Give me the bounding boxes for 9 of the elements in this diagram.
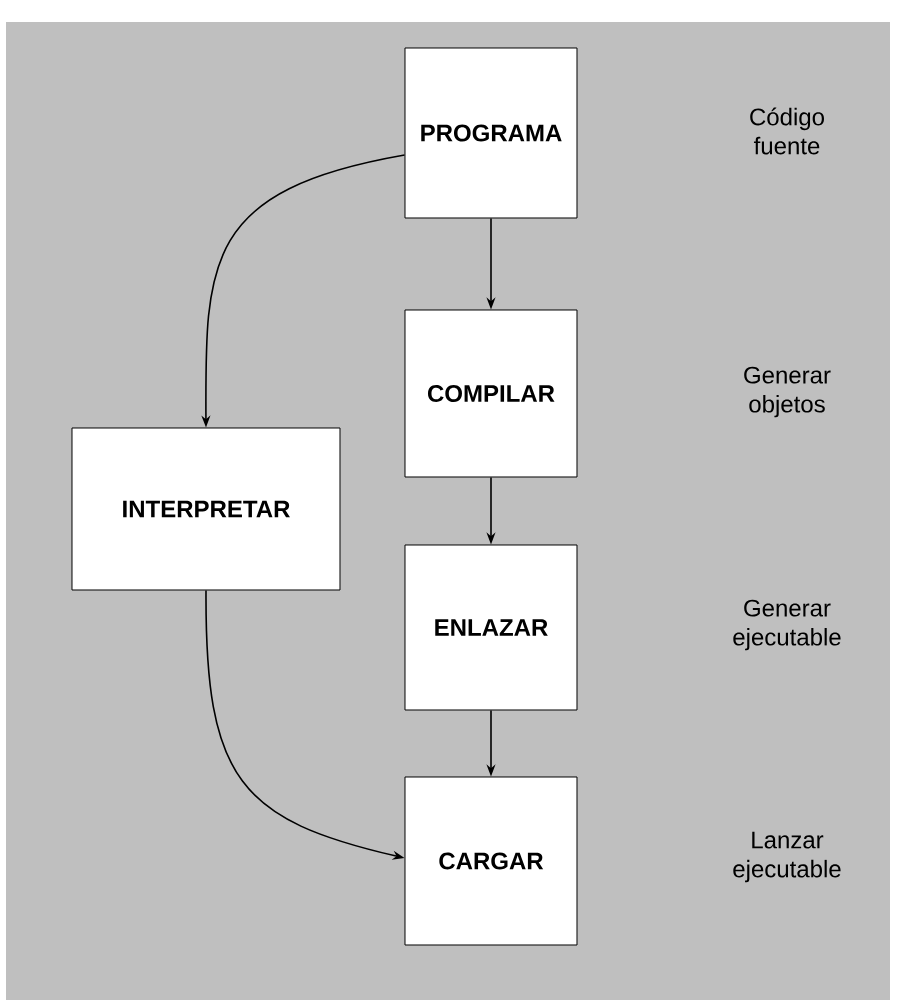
- process-box: ENLAZAR: [404, 544, 578, 711]
- step-note: Generar objetos: [744, 366, 831, 418]
- step-note: Lanzar ejecutable: [733, 831, 841, 883]
- process-box: PROGRAMA: [404, 47, 578, 219]
- step-note: Código fuente: [750, 107, 824, 155]
- process-box: COMPILAR: [404, 309, 578, 478]
- step-note: Generar ejecutable: [733, 599, 841, 651]
- process-box: CARGAR: [404, 776, 578, 946]
- process-box: INTERPRETAR: [71, 427, 341, 591]
